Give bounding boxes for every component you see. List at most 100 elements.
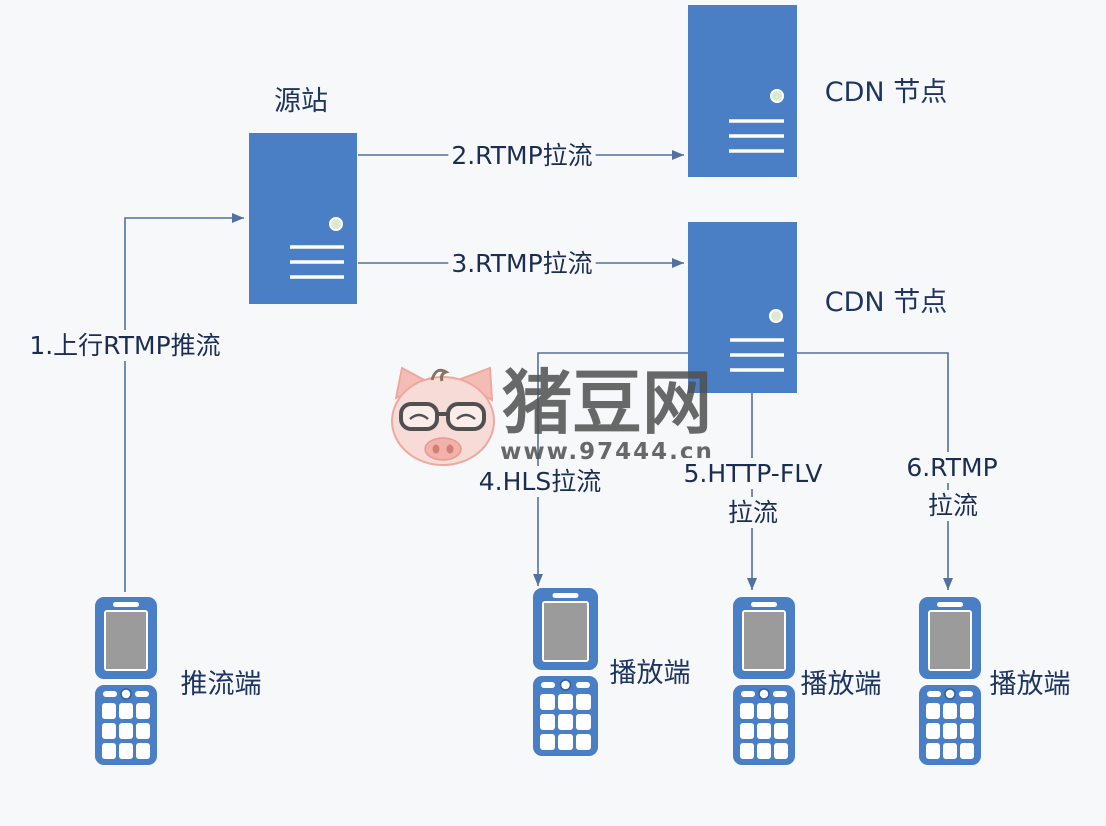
phone-keypad-key <box>740 723 754 739</box>
pig-nose <box>424 437 462 461</box>
phone-keypad-key <box>740 743 754 759</box>
edge-http-flv-label-line2: 拉流 <box>728 498 778 527</box>
player-rtmp-label: 播放端 <box>990 669 1071 700</box>
phone-keypad-key <box>119 703 133 719</box>
pig-eye-right <box>456 413 476 420</box>
phone-soft-key <box>927 691 941 697</box>
edge-label-background <box>448 140 596 171</box>
phone-keypad-key <box>102 723 116 739</box>
edge-labels: 1.上行RTMP推流 2.RTMP拉流 3.RTMP拉流 4.HLS拉流 5.H… <box>26 140 1001 528</box>
phone-keypad-key <box>926 723 940 739</box>
phone-keypad-key <box>102 743 116 759</box>
server-body <box>688 222 797 393</box>
phone-keypad-key <box>102 703 116 719</box>
phone-keypad-key <box>740 703 754 719</box>
phone-keypad-key <box>119 723 133 739</box>
phone-keypad-key <box>774 743 788 759</box>
player-flv-phone-icon <box>733 597 795 765</box>
phone-screen <box>106 612 146 669</box>
origin-label: 源站 <box>274 86 328 117</box>
phone-keypad-key <box>136 703 150 719</box>
phone-screen <box>744 612 784 669</box>
phone-keypad-key <box>774 703 788 719</box>
pig-face-icon <box>391 366 495 466</box>
phone-nav-key <box>758 688 770 700</box>
phone-keypad-key <box>540 734 555 750</box>
phone-nav-key <box>944 688 956 700</box>
phone-keypad-key <box>576 734 591 750</box>
edge-http-flv-label-line1: 5.HTTP-FLV <box>684 459 823 488</box>
edge-hls-label: 4.HLS拉流 <box>479 467 601 496</box>
edge-push <box>124 213 244 592</box>
player-hls-label: 播放端 <box>610 658 691 689</box>
phone-keypad-key <box>558 714 573 730</box>
phones <box>95 588 981 765</box>
pusher-phone-icon <box>95 597 157 765</box>
glasses-left <box>399 402 439 431</box>
server-icon-cdn-top <box>688 5 797 177</box>
phone-soft-key <box>741 691 755 697</box>
phone-keypad-key <box>774 723 788 739</box>
server-led <box>329 217 343 231</box>
phone-speaker <box>937 602 963 607</box>
phone-keypad-key <box>136 723 150 739</box>
phone-keypad-key <box>960 703 974 719</box>
server-led <box>769 309 783 323</box>
phone-soft-key <box>135 691 149 697</box>
phone-keypad-key <box>757 703 771 719</box>
pig-eye-left <box>409 413 429 420</box>
watermark-brand: 猪豆网 <box>502 362 712 444</box>
edge-label-background <box>680 458 826 489</box>
player-rtmp-phone-icon <box>919 597 981 765</box>
phone-keypad-key <box>558 694 573 710</box>
phone-soft-key <box>576 682 590 688</box>
cdn-mid-label: CDN 节点 <box>825 287 947 318</box>
phone-keypad-key <box>960 723 974 739</box>
phone-keypad-key <box>757 723 771 739</box>
pig-hair <box>430 368 450 382</box>
edge-label-background <box>475 466 605 497</box>
phone-soft-key <box>541 682 555 688</box>
edge-label-background <box>26 330 224 361</box>
phone-speaker <box>751 602 777 607</box>
phone-keypad-key <box>119 743 133 759</box>
phone-speaker <box>552 593 579 598</box>
edge-rtmp-label-line2: 拉流 <box>928 491 978 520</box>
phone-speaker <box>113 602 139 607</box>
edge-label-background <box>924 490 982 521</box>
server-icon-origin <box>249 133 357 304</box>
edge-pull-cdn-mid-label: 3.RTMP拉流 <box>451 249 592 278</box>
edge-hls <box>533 352 688 586</box>
edge-rtmp-label-line1: 6.RTMP <box>906 453 997 482</box>
phone-keypad-key <box>576 714 591 730</box>
phone-keypad-key <box>540 714 555 730</box>
phone-soft-key <box>103 691 117 697</box>
pig-nostril <box>432 444 440 454</box>
phone-keypad-key <box>943 743 957 759</box>
player-flv-label: 播放端 <box>801 669 882 700</box>
edge-label-background <box>903 452 1001 483</box>
phone-nav-key <box>559 679 572 691</box>
phone-screen <box>930 612 970 669</box>
phone-keypad-key <box>943 723 957 739</box>
edge-pull-cdn-top-label: 2.RTMP拉流 <box>451 141 592 170</box>
watermark-url: www.97444.cn <box>500 439 714 465</box>
edge-label-background <box>724 497 782 528</box>
phone-keypad-key <box>576 694 591 710</box>
phone-keypad-key <box>757 743 771 759</box>
phone-keypad-key <box>943 703 957 719</box>
phone-keypad-key <box>926 703 940 719</box>
phone-keypad-key <box>960 743 974 759</box>
cdn-top-label: CDN 节点 <box>825 77 947 108</box>
phone-keypad-key <box>926 743 940 759</box>
pusher-label: 推流端 <box>181 669 262 700</box>
phone-keypad-key <box>540 694 555 710</box>
phone-soft-key <box>959 691 973 697</box>
glasses-right <box>446 402 486 431</box>
player-hls-phone-icon <box>533 588 598 756</box>
phone-nav-key <box>120 688 132 700</box>
phone-soft-key <box>773 691 787 697</box>
phone-keypad-key <box>558 734 573 750</box>
watermark: 猪豆网 www.97444.cn <box>391 362 714 466</box>
